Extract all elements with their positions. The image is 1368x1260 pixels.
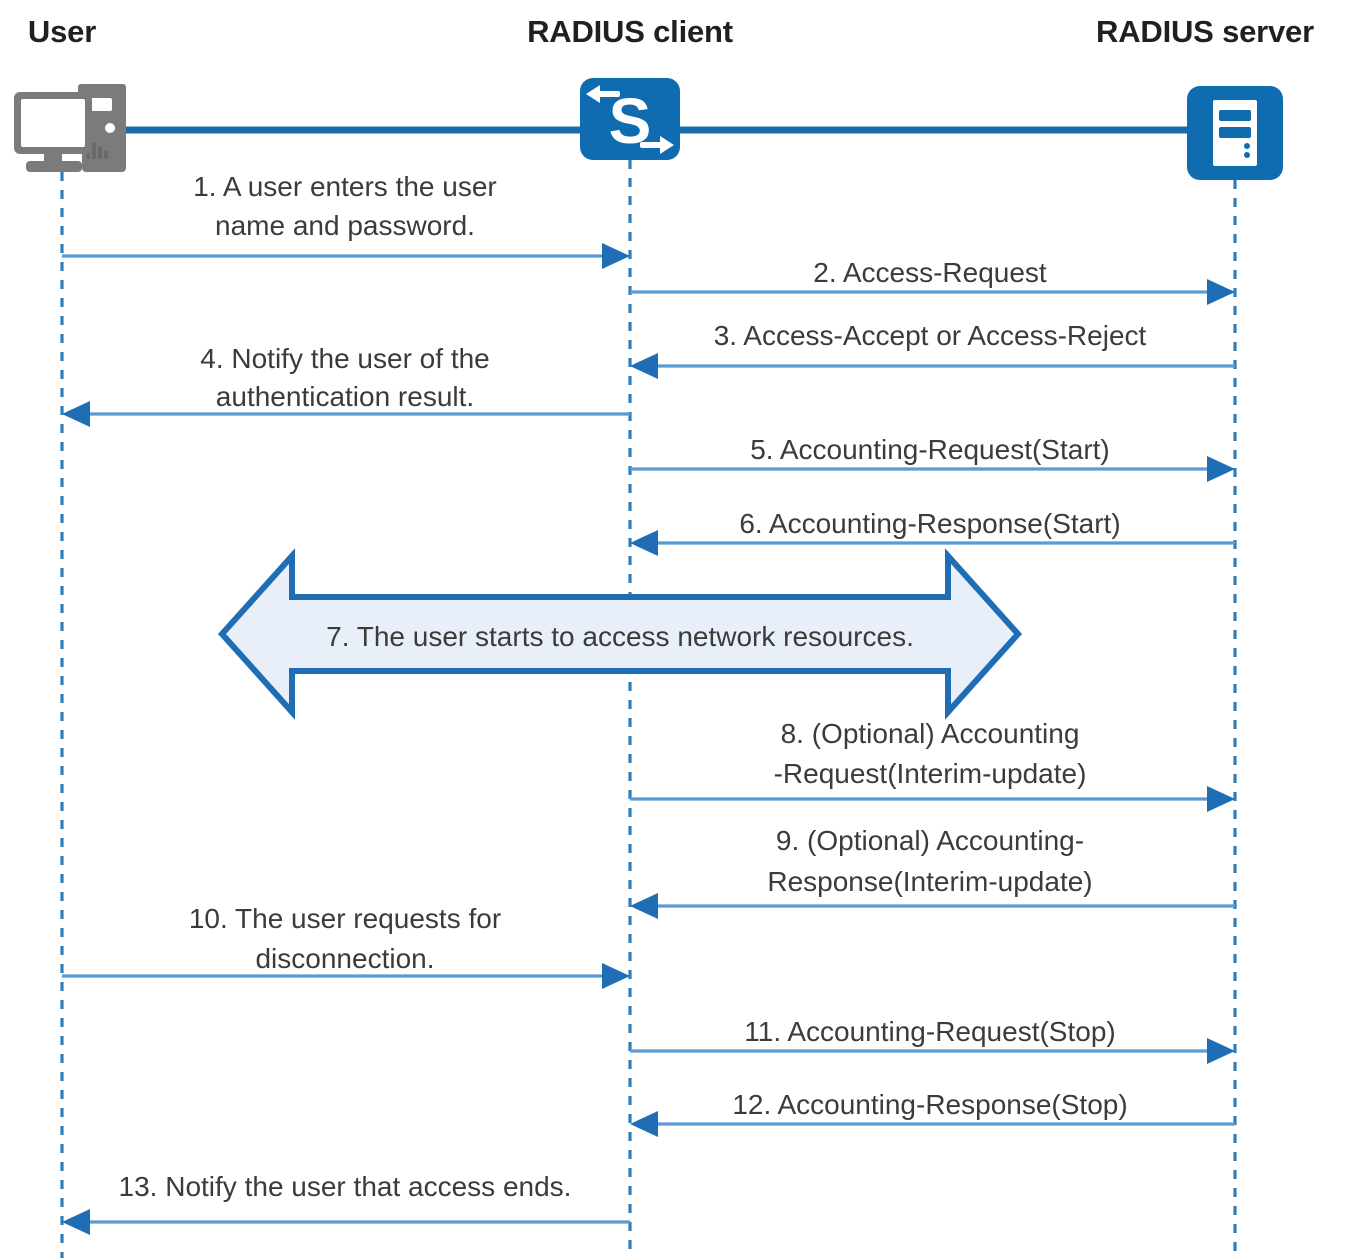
message-6: 6. Accounting-Response(Start) <box>630 508 1235 556</box>
message-4-label-line2: authentication result. <box>216 381 474 412</box>
message-2-arrowhead <box>1207 279 1235 305</box>
message-11-label: 11. Accounting-Request(Stop) <box>744 1016 1115 1047</box>
participant-title-radius-client: RADIUS client <box>527 14 733 49</box>
message-8: 8. (Optional) Accounting -Request(Interi… <box>630 718 1235 812</box>
message-2: 2. Access-Request <box>630 257 1235 305</box>
message-6-arrowhead <box>630 530 658 556</box>
message-13: 13. Notify the user that access ends. <box>62 1171 630 1235</box>
message-4-label-line1: 4. Notify the user of the <box>200 343 490 374</box>
message-10-label-line1: 10. The user requests for <box>189 903 501 934</box>
message-1-label-line2: name and password. <box>215 210 475 241</box>
message-4: 4. Notify the user of the authentication… <box>62 343 630 427</box>
message-5-label: 5. Accounting-Request(Start) <box>750 434 1110 465</box>
banner-double-arrow-shape <box>217 548 1023 720</box>
message-8-label-line2: -Request(Interim-update) <box>774 758 1087 789</box>
message-13-label: 13. Notify the user that access ends. <box>119 1171 572 1202</box>
message-12-label: 12. Accounting-Response(Stop) <box>732 1089 1127 1120</box>
message-11: 11. Accounting-Request(Stop) <box>630 1016 1235 1064</box>
message-10-label-line2: disconnection. <box>255 943 434 974</box>
switch-icon: S <box>580 78 680 160</box>
message-12: 12. Accounting-Response(Stop) <box>630 1089 1235 1137</box>
message-3-arrowhead <box>630 353 658 379</box>
message-3: 3. Access-Accept or Access-Reject <box>630 320 1235 379</box>
message-1: 1. A user enters the user name and passw… <box>62 171 630 269</box>
message-9: 9. (Optional) Accounting- Response(Inter… <box>630 825 1235 919</box>
participant-title-radius-server: RADIUS server <box>1096 14 1314 49</box>
message-1-label-line1: 1. A user enters the user <box>193 171 497 202</box>
message-9-label-line2: Response(Interim-update) <box>767 866 1092 897</box>
message-2-label: 2. Access-Request <box>813 257 1047 288</box>
message-8-label-line1: 8. (Optional) Accounting <box>781 718 1080 749</box>
message-10-arrowhead <box>602 963 630 989</box>
desktop-computer-icon <box>14 84 126 172</box>
message-12-arrowhead <box>630 1111 658 1137</box>
message-9-label-line1: 9. (Optional) Accounting- <box>776 825 1084 856</box>
message-4-arrowhead <box>62 401 90 427</box>
message-10: 10. The user requests for disconnection. <box>62 903 630 989</box>
message-9-arrowhead <box>630 893 658 919</box>
banner-step-7-label: 7. The user starts to access network res… <box>326 621 914 652</box>
message-5: 5. Accounting-Request(Start) <box>630 434 1235 482</box>
message-5-arrowhead <box>1207 456 1235 482</box>
message-3-label: 3. Access-Accept or Access-Reject <box>714 320 1147 351</box>
message-13-arrowhead <box>62 1209 90 1235</box>
banner-step-7: 7. The user starts to access network res… <box>217 548 1023 720</box>
participant-title-user: User <box>28 14 96 49</box>
message-6-label: 6. Accounting-Response(Start) <box>739 508 1120 539</box>
message-11-arrowhead <box>1207 1038 1235 1064</box>
server-icon <box>1187 86 1283 180</box>
message-8-arrowhead <box>1207 786 1235 812</box>
message-1-arrowhead <box>602 243 630 269</box>
